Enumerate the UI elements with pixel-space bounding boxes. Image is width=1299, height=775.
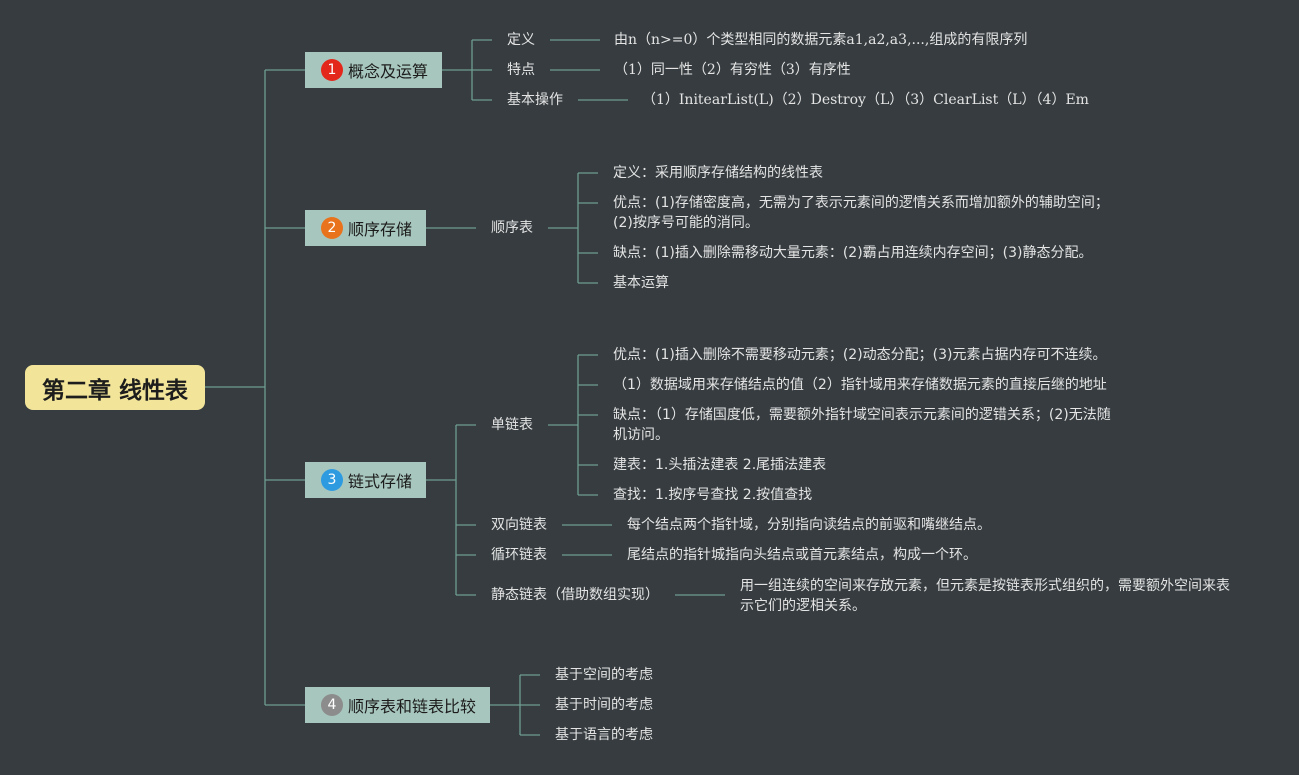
branch-number-badge: 3	[321, 469, 343, 491]
topic-doubly-linked-list[interactable]: 双向链表	[491, 517, 547, 533]
topic-basic-operations[interactable]: 基本操作	[507, 92, 563, 108]
singly-fields[interactable]: （1）数据域用来存储结点的值（2）指针域用来存储数据元素的直接后继的地址	[613, 377, 1107, 393]
circular-detail[interactable]: 尾结点的指针城指向头结点或首元素结点，构成一个环。	[627, 547, 977, 563]
features-detail[interactable]: （1）同一性（2）有穷性（3）有序性	[614, 62, 851, 78]
branch-concept-operations[interactable]: 1 概念及运算	[305, 52, 442, 88]
root-title: 第二章 线性表	[41, 377, 188, 404]
root-connector	[205, 69, 305, 706]
sequential-basic-operations[interactable]: 基本运算	[613, 275, 669, 291]
definition-detail[interactable]: 由n（n>=0）个类型相同的数据元素a1,a2,a3,...,组成的有限序列	[614, 32, 1028, 48]
comparison-space[interactable]: 基于空间的考虑	[555, 667, 653, 683]
topic-circular-linked-list[interactable]: 循环链表	[491, 547, 547, 563]
sequential-advantages[interactable]: 优点：(1)存储密度高，无需为了表示元素间的逻情关系而增加额外的辅助空间；(2)…	[613, 195, 1109, 231]
branch4-connector	[490, 674, 540, 736]
basic-operations-detail[interactable]: （1）InitearList(L)（2）Destroy（L）（3）ClearLi…	[642, 92, 1089, 108]
sequential-disadvantages[interactable]: 缺点：(1)插入删除需移动大量元素：(2)霸占用连续内存空间；(3)静态分配。	[613, 245, 1093, 261]
branch-label: 概念及运算	[348, 62, 429, 81]
branch-label: 顺序表和链表比较	[348, 697, 477, 716]
branch-sequential-storage[interactable]: 2 顺序存储	[305, 210, 426, 246]
doubly-detail[interactable]: 每个结点两个指针域，分别指向读结点的前驱和嘴继结点。	[627, 517, 991, 533]
singly-search[interactable]: 查找：1.按序号查找 2.按值查找	[613, 487, 813, 503]
sequential-definition[interactable]: 定义：采用顺序存储结构的线性表	[613, 165, 823, 181]
branch-number-badge: 1	[321, 59, 343, 81]
branch2-connector	[426, 172, 598, 284]
branch-linked-storage[interactable]: 3 链式存储	[305, 462, 426, 498]
branch-label: 顺序存储	[348, 220, 413, 239]
branch-comparison[interactable]: 4 顺序表和链表比较	[305, 687, 490, 723]
topic-features[interactable]: 特点	[507, 62, 535, 78]
comparison-time[interactable]: 基于时间的考虑	[555, 697, 653, 713]
branch1-connector	[442, 39, 628, 101]
topic-singly-linked-list[interactable]: 单链表	[491, 417, 533, 433]
topic-definition[interactable]: 定义	[507, 32, 535, 48]
topic-static-linked-list[interactable]: 静态链表（借助数组实现）	[491, 587, 659, 603]
static-detail[interactable]: 用一组连续的空间来存放元素，但元素是按链表形式组织的，需要额外空间来表示它们的逻…	[740, 578, 1230, 614]
root-topic[interactable]: 第二章 线性表	[25, 365, 205, 410]
branch-number-badge: 4	[321, 694, 343, 716]
branch3-connector	[426, 354, 725, 596]
singly-disadvantages[interactable]: 缺点：（1）存储国度低，需要额外指针域空间表示元素间的逻错关系；(2)无法随机访…	[613, 407, 1111, 443]
singly-build[interactable]: 建表：1.头插法建表 2.尾插法建表	[613, 457, 827, 473]
topic-sequential-list[interactable]: 顺序表	[491, 220, 533, 236]
branch-label: 链式存储	[348, 472, 413, 491]
singly-advantages[interactable]: 优点：(1)插入删除不需要移动元素；(2)动态分配；(3)元素占据内存可不连续。	[613, 347, 1107, 363]
comparison-language[interactable]: 基于语言的考虑	[555, 727, 653, 743]
branch-number-badge: 2	[321, 217, 343, 239]
